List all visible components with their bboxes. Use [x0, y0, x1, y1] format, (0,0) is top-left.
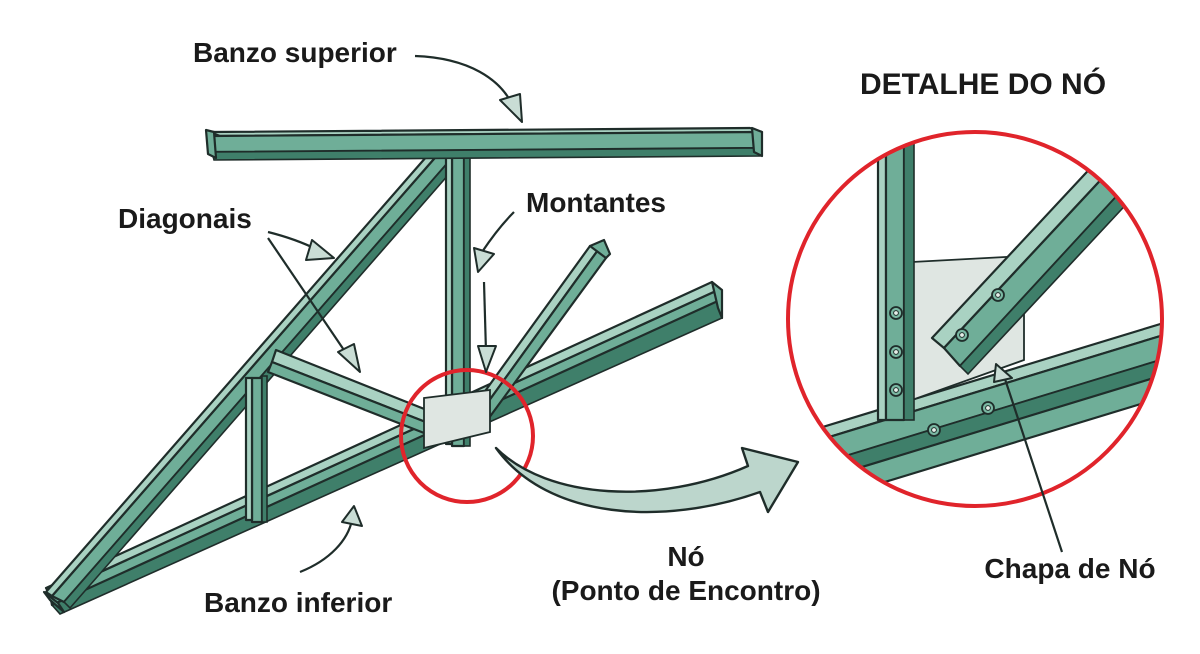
- bottom-chord: [42, 280, 724, 615]
- pointer-arrows: [267, 54, 1064, 574]
- arrow-chapa-icon: [1002, 375, 1064, 553]
- label-diagonais: Diagonais: [118, 203, 252, 234]
- arrow-banzo-superior-icon: [414, 54, 513, 105]
- top-chord: [204, 126, 764, 161]
- label-detalhe-title: DETALHE DO NÓ: [860, 67, 1106, 101]
- bolts: [889, 288, 1005, 437]
- label-no-title: Nó: [667, 541, 704, 572]
- detail-circle: [786, 130, 1164, 508]
- node-highlight-circle: [399, 368, 535, 504]
- arrow-montantes-1-icon: [481, 211, 515, 253]
- label-banzo-superior: Banzo superior: [193, 37, 397, 68]
- arrow-montantes-2-icon: [482, 281, 488, 353]
- arrow-banzo-inferior-icon: [299, 519, 354, 574]
- label-banzo-inferior: Banzo inferior: [204, 587, 392, 618]
- truss: [42, 126, 764, 615]
- main-gusset-plate: [423, 388, 491, 450]
- label-no-subtitle: (Ponto de Encontro): [551, 575, 820, 606]
- label-chapa-de-no: Chapa de Nó: [984, 553, 1155, 584]
- arrow-diagonais-2-icon: [267, 237, 349, 357]
- node-detail: [786, 130, 1164, 508]
- label-montantes: Montantes: [526, 187, 666, 218]
- montante-left: [244, 375, 268, 524]
- transfer-arrow-icon: [494, 446, 800, 514]
